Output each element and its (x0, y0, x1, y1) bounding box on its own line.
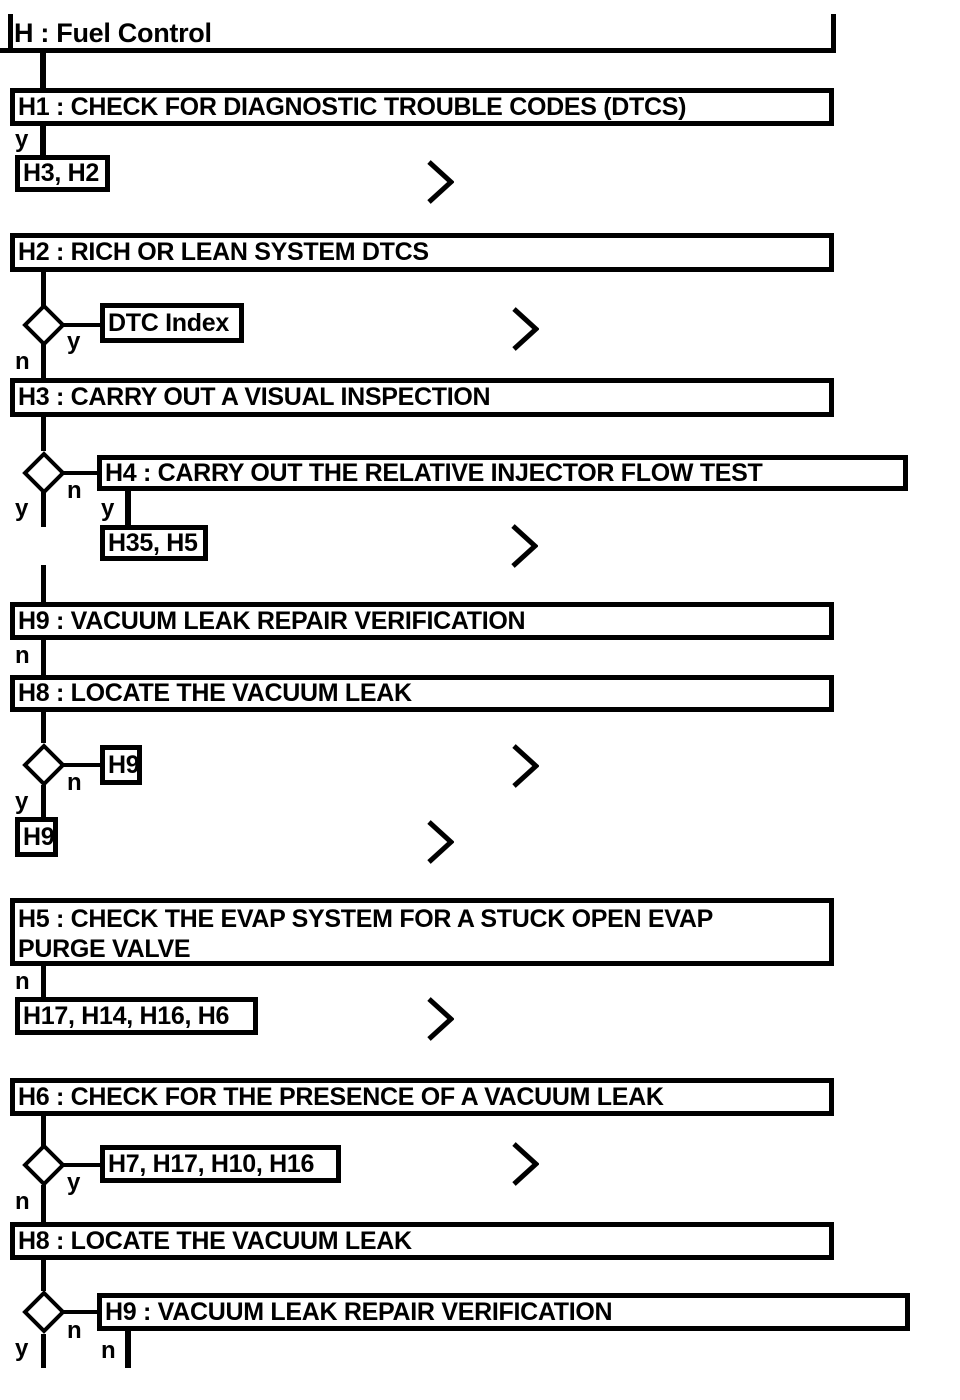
step-label: H8 : LOCATE THE VACUUM LEAK (18, 1226, 412, 1255)
flow-connector (40, 126, 46, 157)
flow-connector (41, 343, 46, 378)
flow-connector (125, 491, 131, 525)
branch-label-no: n (15, 1188, 30, 1215)
decision-diamond (22, 743, 66, 787)
branch-label-yes: y (15, 788, 29, 815)
step-box-h3: H3 : CARRY OUT A VISUAL INSPECTION (10, 378, 834, 417)
branch-label-no: n (15, 968, 30, 995)
branch-label-no: n (67, 477, 82, 504)
step-label-line2: PURGE VALVE (18, 935, 191, 963)
step-label: H8 : LOCATE THE VACUUM LEAK (18, 679, 412, 707)
step-box-h8-second: H8 : LOCATE THE VACUUM LEAK (10, 1222, 834, 1260)
flow-connector (41, 1334, 46, 1368)
continue-chevron-icon (512, 744, 539, 788)
branch-label-no: n (67, 1317, 82, 1344)
flow-connector (41, 272, 46, 306)
branch-label-yes: y (67, 1169, 81, 1196)
page-title: H : Fuel Control (14, 18, 212, 48)
flow-connector (60, 1310, 97, 1314)
continue-chevron-icon (427, 820, 454, 864)
flow-connector (60, 323, 100, 327)
result-label: DTC Index (108, 308, 229, 337)
step-label: H6 : CHECK FOR THE PRESENCE OF A VACUUM … (18, 1082, 664, 1111)
branch-label-no: n (15, 348, 30, 375)
header-rule (0, 48, 836, 53)
step-box-h4: H4 : CARRY OUT THE RELATIVE INJECTOR FLO… (97, 455, 908, 491)
branch-label-yes: y (15, 1335, 29, 1362)
continue-chevron-icon (512, 307, 539, 351)
result-box-dtc-index: DTC Index (100, 303, 244, 343)
step-box-h5: H5 : CHECK THE EVAP SYSTEM FOR A STUCK O… (10, 898, 834, 966)
branch-label-no: n (101, 1337, 116, 1364)
branch-label-yes: y (15, 126, 29, 153)
flow-connector (41, 1116, 46, 1146)
continue-chevron-icon (427, 160, 454, 204)
flow-connector (60, 763, 100, 767)
result-label: H7, H17, H10, H16 (108, 1149, 315, 1178)
step-box-h9-first: H9 : VACUUM LEAK REPAIR VERIFICATION (10, 602, 834, 640)
flow-connector (60, 1163, 100, 1167)
step-box-h6: H6 : CHECK FOR THE PRESENCE OF A VACUUM … (10, 1078, 834, 1116)
step-label: H2 : RICH OR LEAN SYSTEM DTCS (18, 238, 429, 266)
step-box-h9-second: H9 : VACUUM LEAK REPAIR VERIFICATION (97, 1293, 910, 1331)
flow-connector (41, 785, 46, 817)
flow-connector (41, 565, 46, 602)
step-label: H4 : CARRY OUT THE RELATIVE INJECTOR FLO… (105, 458, 763, 487)
flow-connector (41, 417, 46, 451)
flow-connector (60, 471, 97, 475)
step-label: H9 : VACUUM LEAK REPAIR VERIFICATION (105, 1297, 613, 1326)
continue-chevron-icon (512, 1142, 539, 1186)
step-box-h8-first: H8 : LOCATE THE VACUUM LEAK (10, 675, 834, 712)
result-label: H35, H5 (108, 528, 198, 557)
decision-diamond (22, 1143, 66, 1187)
step-label: H1 : CHECK FOR DIAGNOSTIC TROUBLE CODES … (18, 92, 687, 121)
result-box-h35-h5: H35, H5 (100, 525, 208, 561)
result-box-h9-right: H9 (100, 745, 142, 785)
step-label: H3 : CARRY OUT A VISUAL INSPECTION (18, 383, 491, 411)
result-label: H3, H2 (23, 159, 100, 187)
result-label: H9 (23, 822, 55, 851)
continue-chevron-icon (511, 524, 538, 568)
result-box-h9-bottom: H9 (15, 817, 58, 857)
flow-connector (41, 1185, 46, 1222)
branch-label-no: n (67, 769, 82, 796)
step-label: H9 : VACUUM LEAK REPAIR VERIFICATION (18, 606, 526, 635)
result-box-h3-h2: H3, H2 (15, 155, 110, 192)
branch-label-no: n (15, 642, 30, 669)
result-label: H17, H14, H16, H6 (23, 1001, 230, 1030)
result-box-h7-h17-h10-h16: H7, H17, H10, H16 (100, 1145, 341, 1183)
decision-diamond (22, 1290, 66, 1334)
branch-label-yes: y (101, 495, 115, 522)
continue-chevron-icon (427, 997, 454, 1041)
step-box-h1: H1 : CHECK FOR DIAGNOSTIC TROUBLE CODES … (10, 88, 834, 126)
step-label-line1: H5 : CHECK THE EVAP SYSTEM FOR A STUCK O… (18, 905, 713, 933)
header-right-tick (831, 14, 836, 53)
flow-connector (41, 966, 46, 997)
flow-connector (41, 712, 46, 743)
flow-connector (125, 1331, 131, 1368)
result-label: H9 (108, 750, 140, 779)
flow-connector (41, 492, 46, 527)
flow-connector (40, 53, 46, 88)
branch-label-yes: y (15, 495, 29, 522)
flow-connector (41, 1260, 46, 1291)
flow-connector (41, 640, 46, 675)
branch-label-yes: y (67, 328, 81, 355)
header-left-tick (8, 14, 13, 53)
result-box-h17-h14-h16-h6: H17, H14, H16, H6 (15, 997, 258, 1035)
step-box-h2: H2 : RICH OR LEAN SYSTEM DTCS (10, 233, 834, 272)
